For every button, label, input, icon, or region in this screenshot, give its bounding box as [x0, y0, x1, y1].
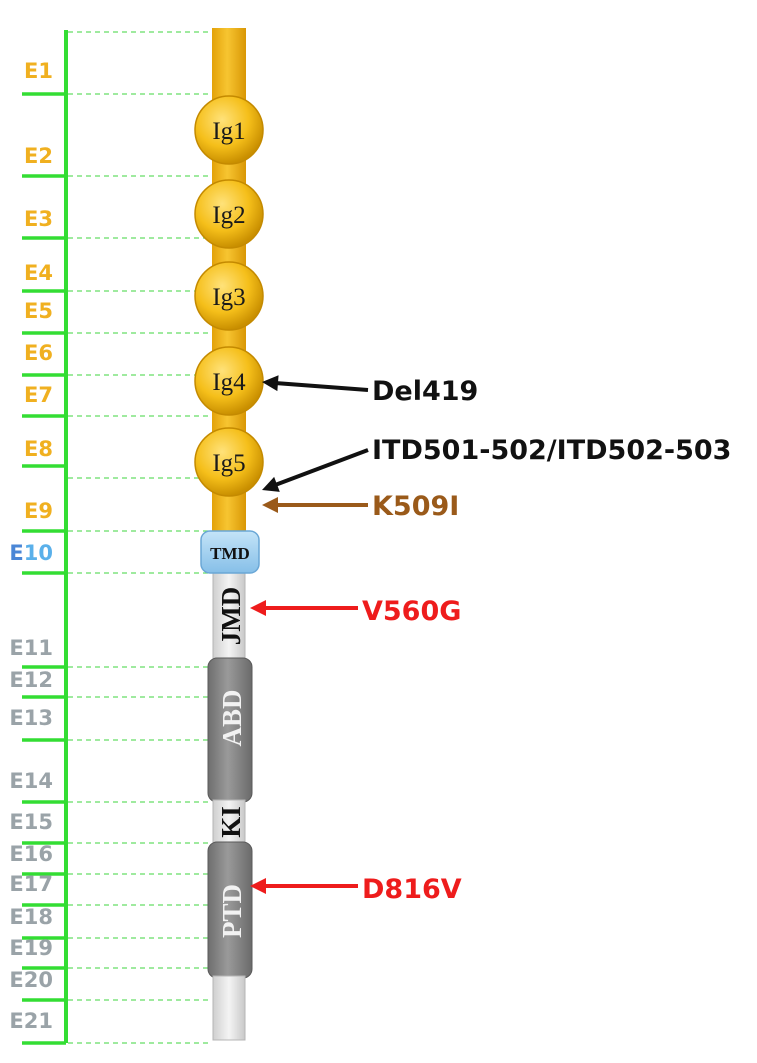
exon-label-e13: E13 [9, 706, 53, 730]
ig-domain-4: Ig4 [194, 346, 264, 416]
mutation-arrow-shaft [273, 448, 369, 488]
mutation-arrow-head [262, 497, 278, 513]
mutation-arrow-head [262, 375, 279, 392]
ig-domain-circle [194, 179, 264, 249]
exon-label-e6: E6 [24, 341, 53, 365]
exon-label-e1: E1 [24, 59, 53, 83]
ig-domain-circle [194, 95, 264, 165]
exon-label-e4: E4 [24, 261, 53, 285]
mutation-arrow-shaft [274, 380, 369, 392]
ig-domain-3: Ig3 [194, 261, 264, 331]
exon-label-e3: E3 [24, 207, 53, 231]
ptd-label: PTD [217, 884, 247, 938]
mutation-itd501-502-itd502-503: ITD501-502/ITD502-503 [262, 435, 731, 492]
exon-label-e14: E14 [9, 769, 53, 793]
exon-labels: E1E2E3E4E5E6E7E8E9E10E11E12E13E14E15E16E… [9, 59, 53, 1033]
mutation-del419: Del419 [262, 375, 478, 407]
ig-domain-label: Ig4 [212, 369, 246, 396]
exon-label-e9: E9 [24, 499, 53, 523]
exon-ticks [22, 92, 66, 1045]
exon-label-e18: E18 [9, 905, 53, 929]
ig-domain-1: Ig1 [194, 95, 264, 165]
c-terminal-tail [212, 975, 246, 1041]
ig-domain-5: Ig5 [194, 427, 264, 497]
exon-label-e17: E17 [9, 872, 53, 896]
ig-domain-label: Ig2 [212, 202, 245, 229]
exon-boundary-lines [68, 31, 212, 1044]
exon-label-e7: E7 [24, 383, 53, 407]
tmd-label: TMD [210, 544, 250, 563]
mutation-v560g: V560G [250, 596, 461, 627]
exon-label-e15: E15 [9, 810, 53, 834]
mutation-d816v: D816V [250, 874, 462, 905]
mutation-label: D816V [362, 874, 462, 905]
mutation-label: V560G [362, 596, 461, 627]
exon-label-e11: E11 [9, 636, 53, 660]
ig-domain-2: Ig2 [194, 179, 264, 249]
exon-label-e5: E5 [24, 299, 53, 323]
exon-label-e8: E8 [24, 437, 53, 461]
ig-domain-label: Ig3 [212, 284, 245, 311]
mutation-arrow-head [250, 878, 266, 894]
tmd-box [200, 530, 260, 574]
exon-label-e16: E16 [9, 842, 53, 866]
ig-domain-circle [194, 346, 264, 416]
ig-domain-label: Ig1 [212, 118, 245, 145]
abd-label: ABD [217, 689, 247, 746]
exon-label-e2: E2 [24, 144, 53, 168]
ig-domain-circle [194, 261, 264, 331]
mutation-k509i: K509I [262, 491, 459, 522]
jmd-label: JMD [216, 587, 246, 645]
exon-label-e20: E20 [9, 968, 53, 992]
ig-domain-label: Ig5 [212, 450, 245, 477]
mutation-arrow-head [250, 600, 266, 616]
mutation-label: Del419 [372, 376, 478, 407]
jmd-segment [212, 571, 246, 661]
exon-label-e10: E10 [9, 541, 53, 565]
mutation-arrow-head [262, 476, 280, 492]
ki-segment [212, 799, 246, 845]
exon-label-e21: E21 [9, 1009, 53, 1033]
ig-domain-circle [194, 427, 264, 497]
ki-label: KI [216, 806, 246, 838]
exon-label-e12: E12 [9, 668, 53, 692]
exon-label-e19: E19 [9, 936, 53, 960]
mutation-label: K509I [372, 491, 459, 522]
mutation-label: ITD501-502/ITD502-503 [372, 435, 731, 466]
